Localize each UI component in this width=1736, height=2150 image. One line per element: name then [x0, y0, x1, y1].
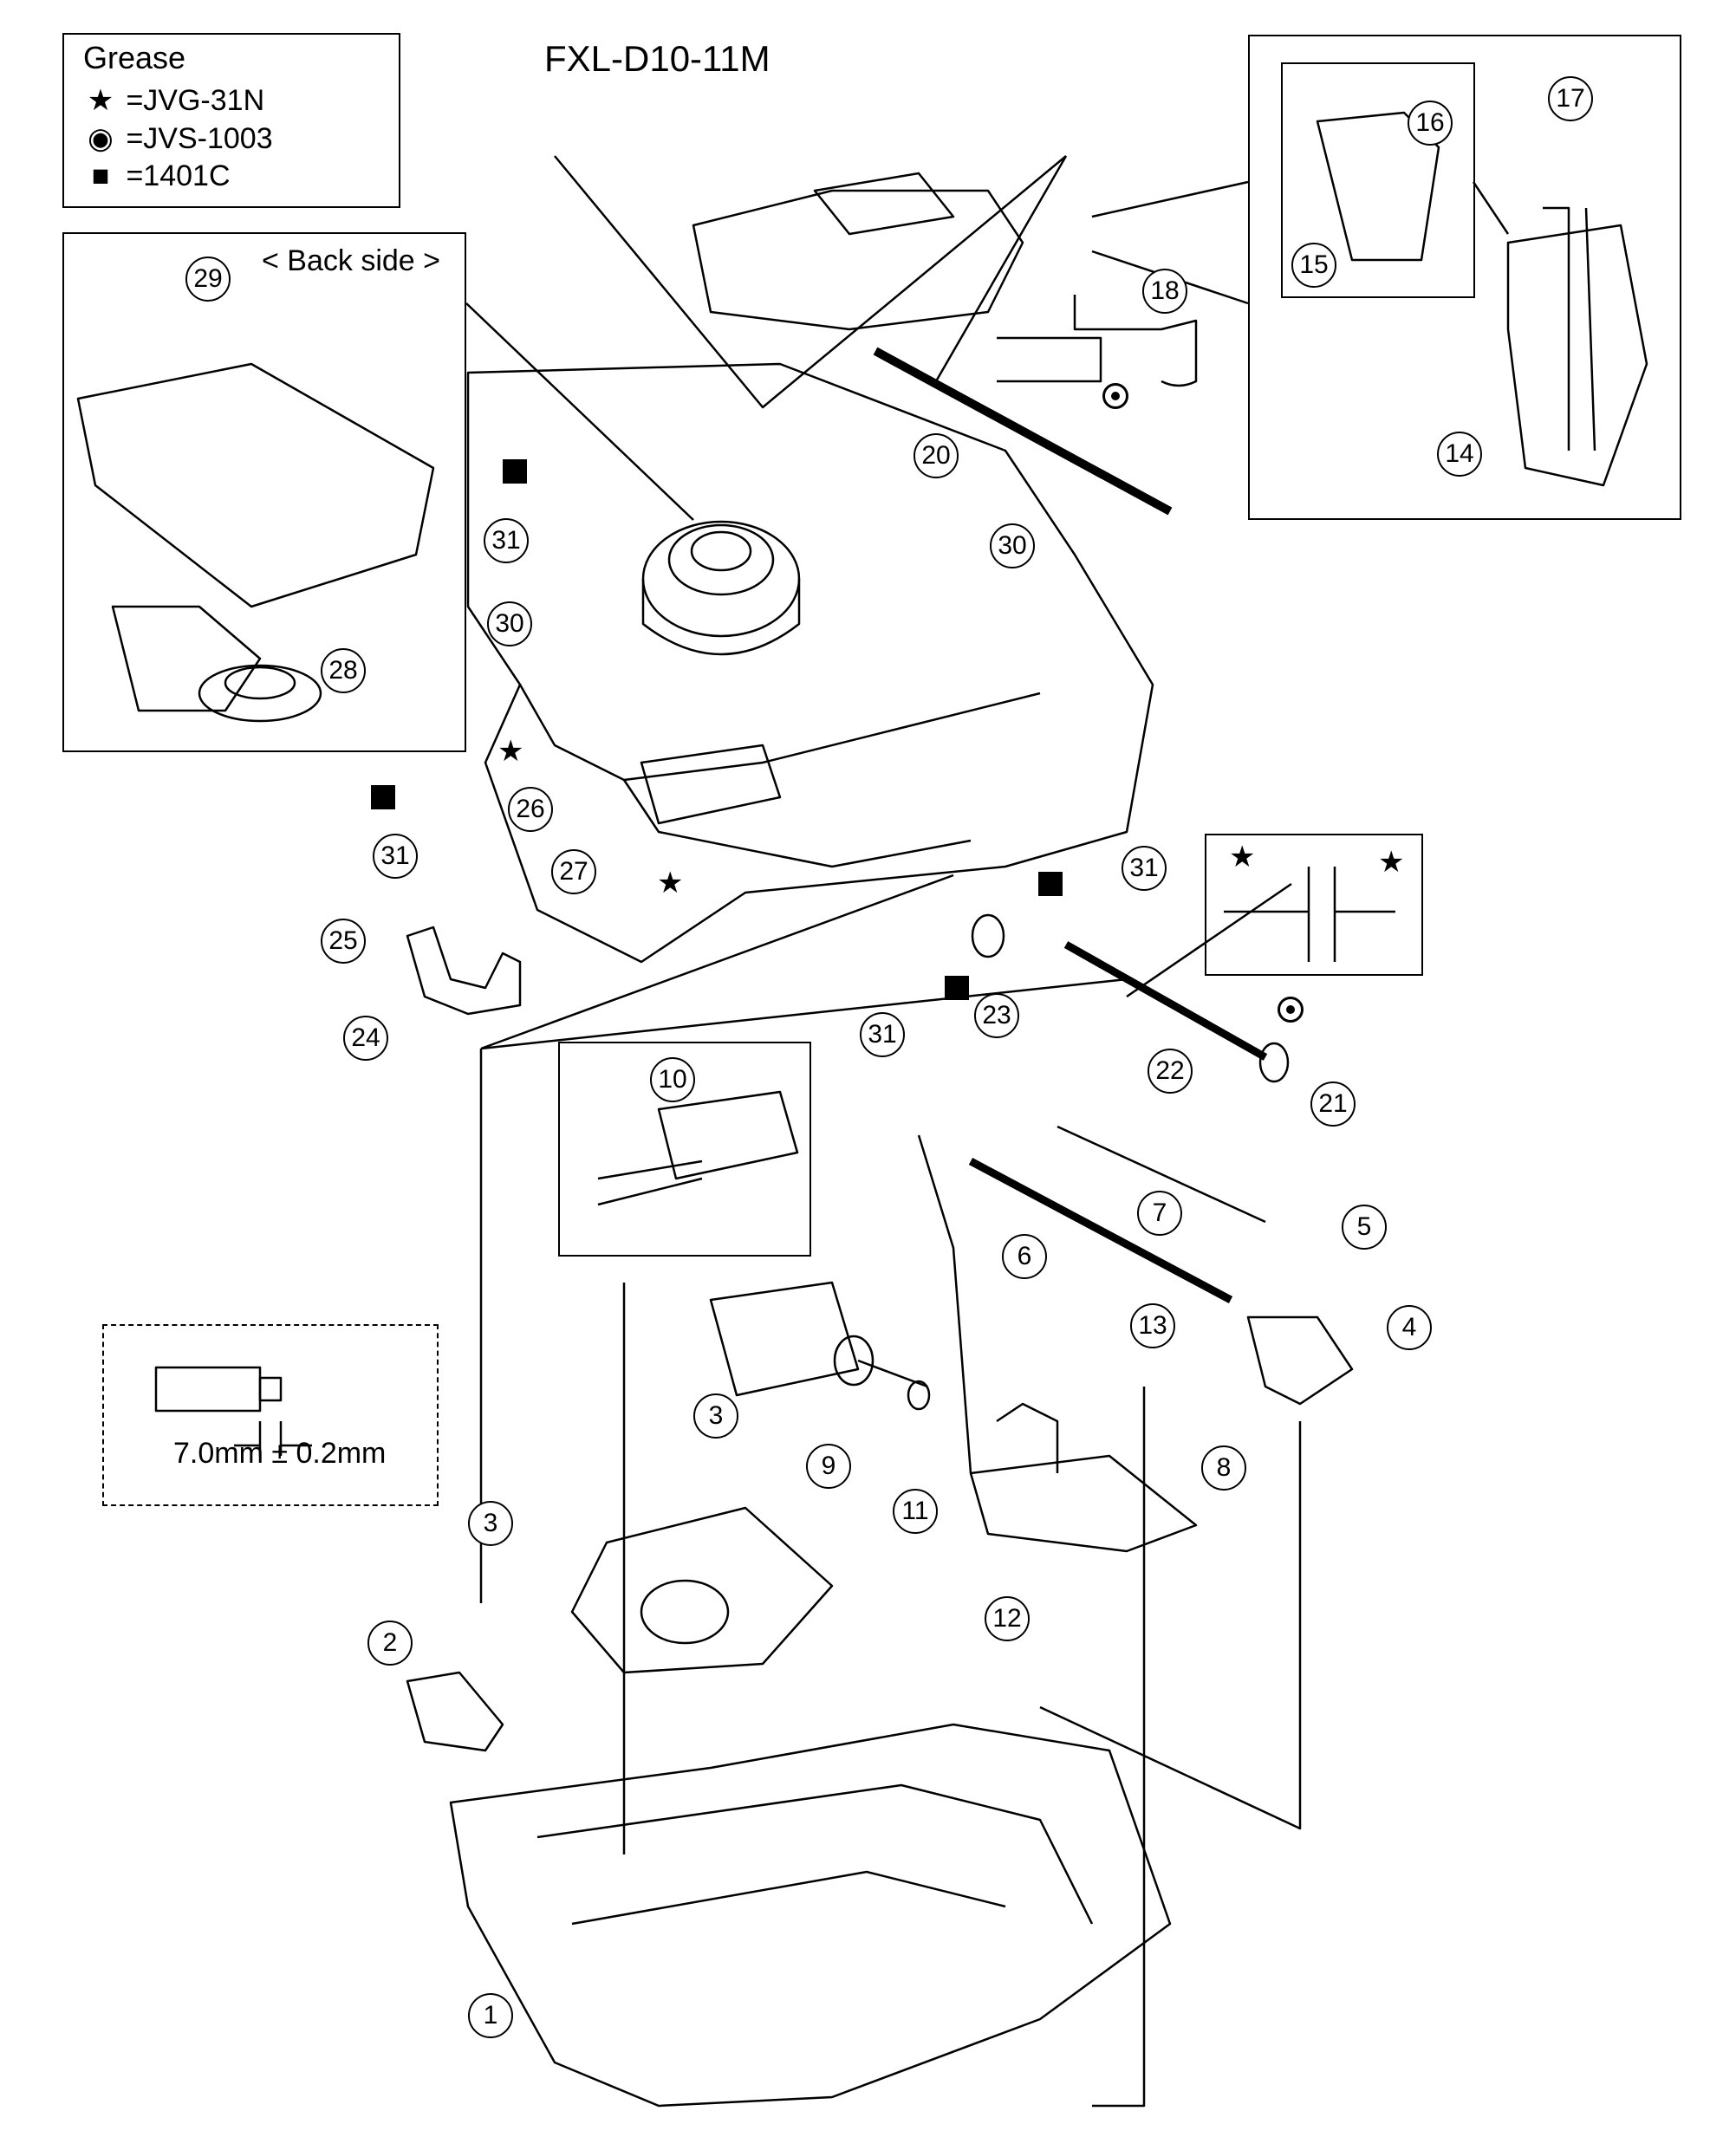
- star-icon: ★: [87, 84, 114, 117]
- callout-6: 6: [1002, 1234, 1047, 1279]
- feed-motor-9: [709, 1281, 860, 1397]
- grease-legend: Grease ★ =JVG-31N ◉ =JVS-1003 ■ =1401C: [62, 33, 400, 208]
- pickup-detail-inset: [1281, 62, 1475, 298]
- measurement-inset: 7.0mm ± 0.2mm: [102, 1324, 439, 1506]
- callout-24: 24: [343, 1016, 388, 1061]
- callout-17: 17: [1548, 76, 1593, 121]
- bullseye-icon: [1102, 383, 1128, 409]
- callout-31: 31: [373, 834, 418, 879]
- callout-28: 28: [321, 648, 366, 693]
- callout-31: 31: [1122, 846, 1167, 891]
- lead-screw-22: [1063, 941, 1268, 1061]
- bracket-8: [969, 1454, 1198, 1553]
- callout-18: 18: [1142, 269, 1187, 314]
- gear-11: [907, 1380, 931, 1411]
- callout-3: 3: [693, 1393, 738, 1439]
- legend-text: =JVG-31N: [126, 84, 265, 117]
- star-icon: ★: [497, 735, 524, 768]
- gear-23: [971, 913, 1005, 958]
- callout-23: 23: [974, 993, 1019, 1038]
- callout-4: 4: [1387, 1305, 1432, 1350]
- callout-31: 31: [484, 518, 529, 563]
- callout-9: 9: [806, 1444, 851, 1489]
- back-side-inset: < Back side >: [62, 232, 466, 752]
- back-side-label: < Back side >: [262, 244, 441, 277]
- legend-text: =1401C: [126, 159, 231, 192]
- callout-30: 30: [487, 601, 532, 646]
- measurement-text: 7.0mm ± 0.2mm: [173, 1437, 387, 1470]
- bullseye-icon: ◉: [88, 122, 114, 155]
- brush-detail-inset: [558, 1042, 811, 1257]
- callout-31: 31: [860, 1012, 905, 1057]
- pickup-inset: [1248, 35, 1681, 520]
- callout-15: 15: [1291, 243, 1336, 288]
- sled-motor: [640, 744, 782, 825]
- bracket-4: [1246, 1315, 1354, 1406]
- callout-30: 30: [990, 523, 1035, 568]
- callout-27: 27: [551, 849, 596, 894]
- square-icon: [945, 976, 969, 1000]
- callout-14: 14: [1437, 432, 1482, 477]
- spindle-motor: [641, 520, 801, 638]
- callout-21: 21: [1310, 1081, 1356, 1127]
- legend-row-1401c: ■ =1401C: [83, 159, 231, 193]
- legend-row-jvs: ◉ =JVS-1003: [83, 121, 273, 156]
- square-icon: [503, 459, 527, 484]
- callout-1: 1: [468, 1993, 513, 2038]
- legend-row-jvg: ★ =JVG-31N: [83, 83, 264, 118]
- pickup-unit: [692, 189, 1024, 331]
- callout-20: 20: [914, 433, 959, 478]
- square-icon: [371, 785, 395, 809]
- top-chassis-outline: [466, 362, 1154, 964]
- callout-7: 7: [1137, 1191, 1182, 1236]
- callout-10: 10: [650, 1057, 695, 1102]
- bullseye-icon: [1278, 997, 1304, 1023]
- callout-13: 13: [1130, 1303, 1175, 1348]
- callout-29: 29: [185, 257, 231, 302]
- callout-11: 11: [893, 1489, 938, 1534]
- square-icon: ■: [91, 159, 110, 192]
- grease-detail-inset: [1205, 834, 1423, 976]
- legend-text: =JVS-1003: [126, 122, 273, 155]
- star-icon: ★: [1229, 841, 1256, 874]
- callout-5: 5: [1342, 1205, 1387, 1250]
- star-icon: ★: [657, 867, 684, 900]
- main-chassis-1: [449, 1723, 1172, 2108]
- callout-3: 3: [468, 1501, 513, 1546]
- callout-12: 12: [985, 1596, 1030, 1641]
- legend-title: Grease: [83, 40, 186, 75]
- model-title: FXL-D10-11M: [544, 38, 770, 79]
- callout-25: 25: [321, 919, 366, 964]
- callout-2: 2: [367, 1621, 413, 1666]
- callout-26: 26: [508, 787, 553, 832]
- square-icon: [1038, 872, 1063, 896]
- guide-shaft-20: [873, 347, 1173, 516]
- star-icon: ★: [1378, 846, 1405, 879]
- spring-7: [1057, 1125, 1266, 1224]
- bracket-2: [406, 1671, 504, 1752]
- rail-6: [968, 1158, 1233, 1303]
- callout-8: 8: [1201, 1445, 1246, 1491]
- callout-22: 22: [1148, 1049, 1193, 1094]
- bracket-24: [406, 926, 522, 1016]
- callout-16: 16: [1408, 101, 1453, 146]
